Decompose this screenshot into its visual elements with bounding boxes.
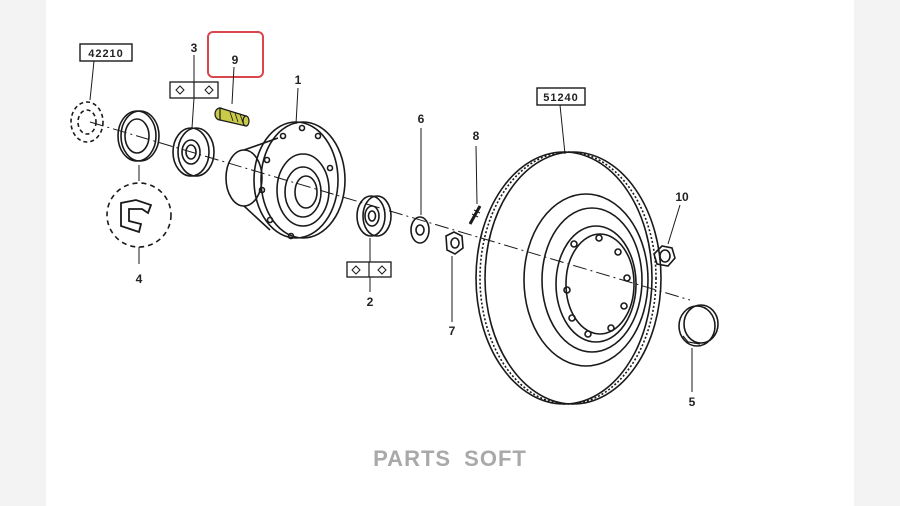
wheel-stud xyxy=(214,107,250,127)
diagram-panel xyxy=(46,0,854,506)
highlight-frame-9 xyxy=(207,31,264,78)
hub-cap xyxy=(678,304,719,392)
callout-4: 4 xyxy=(136,272,143,286)
callout-1: 1 xyxy=(295,73,302,87)
watermark: PARTS SOFT xyxy=(373,446,527,471)
outer-bearing xyxy=(172,127,215,177)
inner-bearing xyxy=(356,195,392,237)
callout-3: 3 xyxy=(191,41,198,55)
part-3-box xyxy=(169,55,219,129)
leader-9 xyxy=(231,66,235,105)
callout-6: 6 xyxy=(418,112,425,126)
cotter-pin xyxy=(468,145,482,225)
dust-seal-dashed xyxy=(70,101,104,143)
group-label-box-42210 xyxy=(79,43,133,62)
callout-7: 7 xyxy=(449,324,456,338)
castle-nut xyxy=(445,231,464,322)
thrust-washer xyxy=(410,128,430,244)
wheel-nut xyxy=(653,204,681,267)
callout-9: 9 xyxy=(232,53,239,67)
leader-51240 xyxy=(559,104,566,155)
leader-42210 xyxy=(89,60,95,101)
leader-1 xyxy=(295,87,299,125)
callout-2: 2 xyxy=(367,295,374,309)
group-label-42210: 42210 xyxy=(88,48,124,60)
group-label-51240: 51240 xyxy=(543,92,579,104)
callout-8: 8 xyxy=(473,129,480,143)
group-label-box-51240 xyxy=(536,87,586,106)
part-2-box xyxy=(346,238,392,292)
callout-5: 5 xyxy=(689,395,696,409)
oil-seal-ring xyxy=(117,110,160,162)
callout-10: 10 xyxy=(675,190,689,204)
brake-disc xyxy=(475,151,662,405)
seal-detail-circle xyxy=(106,165,172,264)
